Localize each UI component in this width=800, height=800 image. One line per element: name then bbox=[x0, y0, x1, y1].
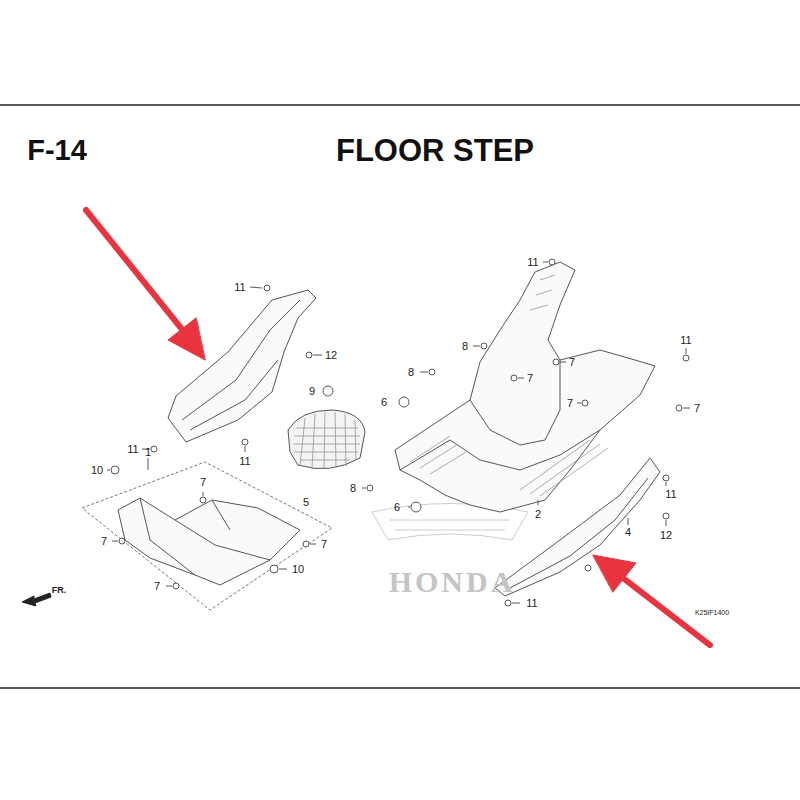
callout-number: 7 bbox=[154, 581, 160, 592]
callout-number: 12 bbox=[660, 530, 672, 541]
callout-number: 1 bbox=[145, 447, 151, 458]
callout-number: 10 bbox=[292, 564, 304, 575]
callout-number: 9 bbox=[309, 386, 315, 397]
callout-number: 5 bbox=[303, 497, 309, 508]
callout-number: 7 bbox=[527, 373, 533, 384]
callout-number: 6 bbox=[381, 397, 387, 408]
callout-number: 11 bbox=[234, 282, 245, 293]
callout-number: 11 bbox=[239, 456, 250, 467]
callout-number: 2 bbox=[535, 509, 541, 520]
front-indicator: FR. bbox=[52, 586, 67, 595]
callout-number: 8 bbox=[408, 367, 414, 378]
section-code: F-14 bbox=[27, 136, 87, 165]
callout-number: 4 bbox=[625, 527, 631, 538]
callout-number: 12 bbox=[325, 350, 337, 361]
callout-number: 7 bbox=[101, 536, 107, 547]
callout-number: 11 bbox=[127, 444, 138, 455]
callout-number: 7 bbox=[694, 403, 700, 414]
callout-number: 8 bbox=[462, 341, 468, 352]
callout-number: 7 bbox=[567, 398, 573, 409]
diagram-code: K25IF1400 bbox=[695, 609, 729, 616]
callout-number: 8 bbox=[350, 483, 356, 494]
watermark: HONDA bbox=[389, 567, 516, 597]
callout-number: 11 bbox=[680, 335, 691, 346]
callout-number: 7 bbox=[321, 539, 327, 550]
callout-number: 10 bbox=[91, 465, 103, 476]
callout-number: 6 bbox=[394, 502, 400, 513]
callout-number: 11 bbox=[665, 489, 676, 500]
callout-number: 11 bbox=[527, 257, 538, 268]
callout-number: 7 bbox=[569, 357, 575, 368]
callout-number: 11 bbox=[526, 598, 537, 609]
page-title: FLOOR STEP bbox=[336, 135, 534, 166]
callout-number: 7 bbox=[200, 477, 206, 488]
